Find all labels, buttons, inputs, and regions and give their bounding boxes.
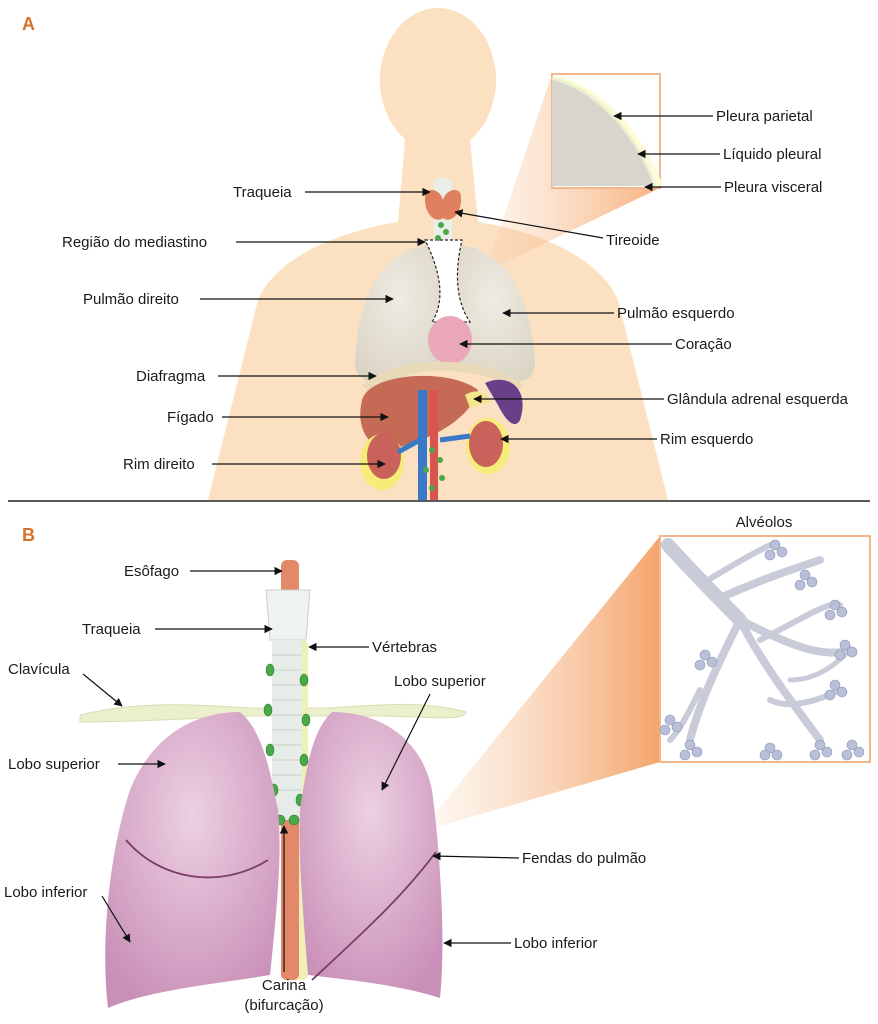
label-figado: Fígado: [167, 409, 214, 426]
right-lung-a: [354, 245, 445, 383]
panel-label-a: A: [22, 14, 35, 34]
label-coracao: Coração: [675, 336, 732, 353]
aorta-a: [430, 390, 438, 500]
vena-cava-a: [418, 390, 427, 500]
left-lung-b: [299, 712, 443, 998]
label-adrenal: Glândula adrenal esquerda: [667, 391, 849, 408]
label-diafragma: Diafragma: [136, 368, 206, 385]
label-rim-direito: Rim direito: [123, 456, 195, 473]
label-pleura-parietal: Pleura parietal: [716, 108, 813, 125]
arrow-lobo-inferior-esq: [101, 895, 131, 943]
label-pulmao-esquerdo: Pulmão esquerdo: [617, 305, 735, 322]
label-tireoide: Tireoide: [606, 232, 660, 249]
mediastinum-region: [424, 239, 472, 323]
label-lobo-superior-dir: Lobo superior: [394, 673, 486, 690]
label-pulmao-direito: Pulmão direito: [83, 291, 179, 308]
arrow-tireoide: [454, 209, 604, 239]
renal-vessels-a: [396, 433, 471, 455]
spleen-a: [485, 379, 523, 425]
left-kidney-a: [469, 421, 503, 467]
label-traqueia-a: Traqueia: [233, 184, 292, 201]
diaphragm-a: [362, 361, 523, 392]
label-vertebras: Vértebras: [372, 639, 437, 656]
label-rim-esquerdo: Rim esquerdo: [660, 431, 753, 448]
lymph-nodes-a: [423, 222, 449, 491]
label-alveolos: Alvéolos: [736, 514, 793, 531]
arrow-clavicula: [82, 673, 123, 707]
label-clavicula: Clavícula: [8, 661, 70, 678]
thyroid-a: [424, 189, 462, 220]
label-pleura-visceral: Pleura visceral: [724, 179, 822, 196]
label-lobo-inferior-esq: Lobo inferior: [4, 884, 87, 901]
alveoli-zoom-cone: [420, 536, 660, 832]
label-fendas: Fendas do pulmão: [522, 850, 646, 867]
alveoli-inset: [659, 535, 871, 763]
label-traqueia-b: Traqueia: [82, 621, 141, 638]
label-liquido-pleural: Líquido pleural: [723, 146, 821, 163]
heart-a: [428, 316, 472, 364]
trachea-b: [265, 589, 311, 820]
right-kidney-a: [367, 433, 401, 479]
right-lung-b: [105, 712, 280, 1008]
fissure-left: [311, 851, 437, 981]
label-lobo-superior-esq: Lobo superior: [8, 756, 100, 773]
left-lung-a: [450, 245, 536, 383]
label-esofago: Esôfago: [124, 563, 179, 580]
arrow-lobo-superior-dir: [381, 693, 431, 791]
panel-label-b: B: [22, 525, 35, 545]
label-mediastino: Região do mediastino: [62, 234, 207, 251]
label-carina-bifurcacao: (bifurcação): [244, 997, 323, 1014]
label-lobo-inferior-dir: Lobo inferior: [514, 935, 597, 952]
pleura-inset: [485, 73, 663, 272]
arrow-fendas: [432, 851, 520, 861]
fissure-right: [125, 839, 269, 879]
label-carina: Carina: [262, 977, 307, 994]
